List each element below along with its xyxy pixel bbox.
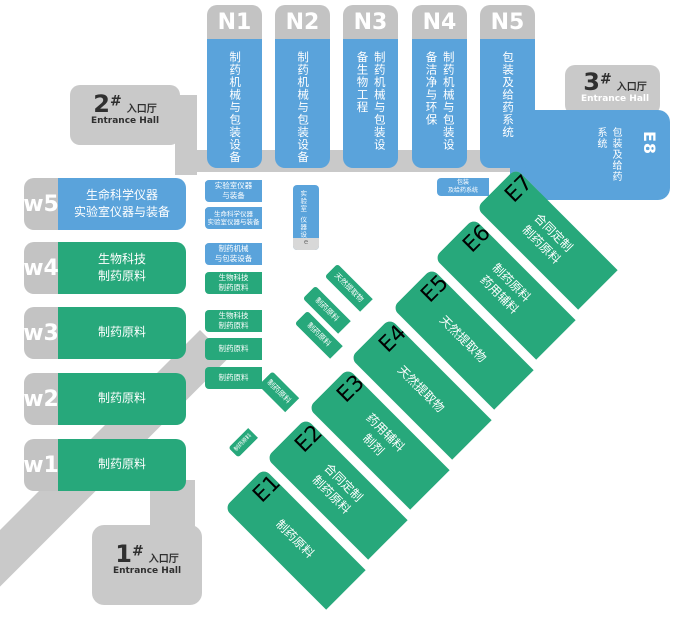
corridor-east [510,110,670,200]
entrance-hall-3: 3# 入口厅 Entrance Hall [580,68,650,104]
hall-code: N4 [412,5,467,39]
hall-label: 实验室 仪器设备 [298,190,307,246]
hall-n5[interactable]: N5 包装及给药系统 [480,5,535,168]
hall-label: 生命科学仪器 实验室仪器与装备 [58,178,186,230]
hall-label: 制药机械与包装设备 [296,51,311,164]
hall-w7[interactable]: 制药原料 w7 [205,338,280,360]
hall-label: 制药原料 [205,367,262,389]
hall-label: 生物科技 制药原料 [205,310,262,332]
entrance-hall-2: 2# 入口厅 Entrance Hall [90,90,160,126]
hall-code: w5 [24,178,59,230]
hall-label: 包装 及给药系统 [437,178,489,196]
hall-w8[interactable]: 生物科技 制药原料 w8 [205,310,280,332]
corridor-entrance-1 [92,525,202,605]
hall-lab-mini[interactable]: 实验室 仪器设备 e [293,185,319,250]
hall-code: w2 [24,373,59,425]
corridor-west-vertical [175,95,197,175]
hall-w9[interactable]: 生物科技 制药原料 w9 [205,272,280,294]
hall-code: w1 [24,439,59,491]
hall-label: 制药原料 [258,371,300,413]
hall-code: w4 [24,242,59,294]
hall-label: 包装及给药系统 [501,51,516,139]
hall-code: N2 [275,5,330,39]
hall-w5[interactable]: w5 生命科学仪器 实验室仪器与装备 [24,178,186,230]
hall-code: w3 [24,307,59,359]
hall-label: 实验室仪器 与装备 [205,180,262,202]
hall-label: 制药机械 与包装设备 [205,243,262,265]
hall-label: 生命科学仪器 实验室仪器与装备 [205,207,262,229]
hall-label: 制药机械与包装设备洁净与环保 [424,51,456,151]
hall-w6[interactable]: 制药原料 w6 [205,367,280,389]
hall-label: 生物科技 制药原料 [205,272,262,294]
hall-w12[interactable]: 实验室仪器 与装备 w12 [205,180,280,202]
hall-label: 制药原料 [205,338,262,360]
hall-n4[interactable]: N4 制药机械与包装设备洁净与环保 [412,5,467,168]
hall-label: 制药原料 [58,373,186,425]
hall-label: 制药原料 [58,439,186,491]
entrance-hall-1: 1# 入口厅 Entrance Hall [112,540,182,576]
hall-code: N3 [343,5,398,39]
hall-w10[interactable]: 制药机械 与包装设备 w10 [205,243,280,265]
hall-code: N5 [480,5,535,39]
hall-d-f3[interactable]: 制药原料 f3 [258,371,307,420]
hall-code: e [293,238,319,250]
hall-n3[interactable]: N3 制药机械与包装设备生物工程 [343,5,398,168]
hall-n2[interactable]: N2 制药机械与包装设备 [275,5,330,168]
hall-label: 制药机械与包装设备生物工程 [355,51,387,151]
hall-label: 包装及给药系统 [595,127,621,182]
corridor-entrance-2 [70,85,180,145]
hall-w4[interactable]: w4 生物科技 制药原料 [24,242,186,294]
hall-w3[interactable]: w3 制药原料 [24,307,186,359]
hall-w1[interactable]: w1 制药原料 [24,439,186,491]
hall-w11[interactable]: 生命科学仪器 实验室仪器与装备 w11 [205,207,280,229]
hall-label: 制药原料 [58,307,186,359]
hall-e8[interactable]: 包装及给药系统 E8 [555,115,665,195]
hall-label: 制药原料 [228,427,259,458]
hall-code: N1 [207,5,262,39]
hall-code: E8 [640,131,659,156]
corridor-entrance-3 [565,65,660,115]
hall-n1[interactable]: N1 制药机械与包装设备 [207,5,262,168]
hall-w2[interactable]: w2 制药原料 [24,373,186,425]
hall-tiny-left[interactable]: 制药原料 e [228,422,263,458]
hall-label: 制药机械与包装设备 [228,51,243,164]
hall-label: 生物科技 制药原料 [58,242,186,294]
hall-packaging-mini[interactable]: 包装 及给药系统 e7 [437,178,507,196]
